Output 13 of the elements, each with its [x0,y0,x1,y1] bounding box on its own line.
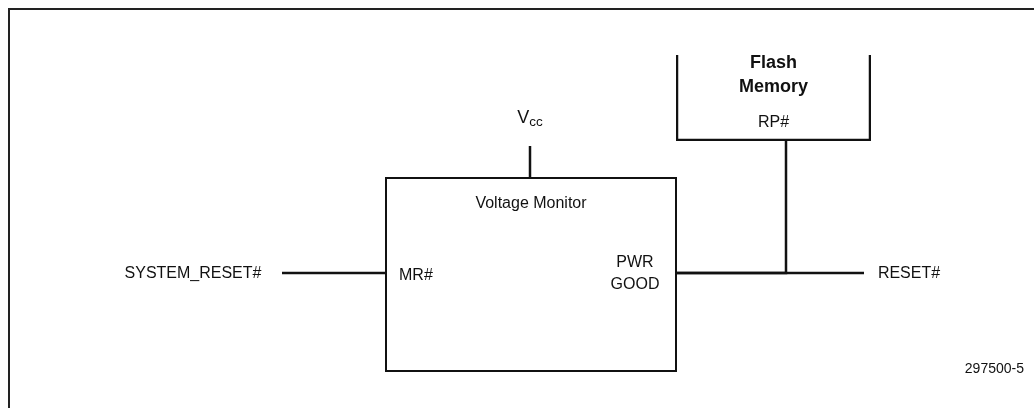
signal-name: SYSTEM_RESET# [104,262,282,284]
figure-number: 297500-5 [964,359,1024,378]
block-title: Flash Memory [738,51,809,98]
block-title: Voltage Monitor [474,193,588,213]
voltage-monitor-box [385,177,677,372]
signal-name: RESET# [864,262,954,284]
pin-label: PWR GOOD [609,252,661,294]
pin-label: MR# [399,265,433,285]
connector-line [282,271,385,275]
connector-line [528,146,532,177]
pin-label: RP# [756,112,791,132]
supply-label: V$_{cc}$ [505,104,555,146]
connector-line [677,141,788,275]
